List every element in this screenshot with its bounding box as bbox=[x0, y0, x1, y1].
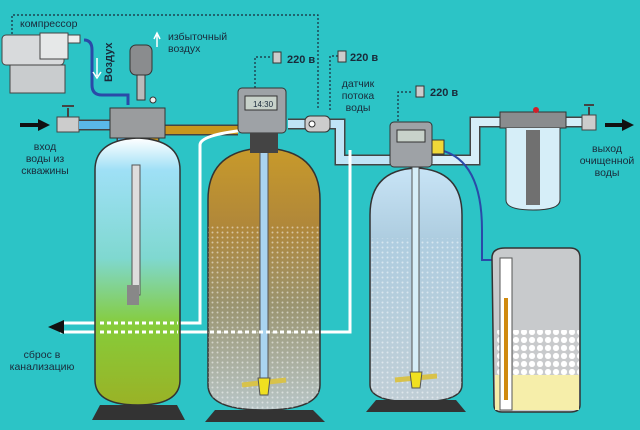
inlet-label-3: скважины bbox=[21, 165, 68, 177]
compressor-label: компрессор bbox=[20, 18, 78, 30]
voltage-label-3: 220 в bbox=[430, 87, 458, 99]
outlet-label-3: воды bbox=[595, 167, 620, 179]
cartridge-filter bbox=[499, 107, 567, 211]
air-release-valve bbox=[129, 44, 157, 104]
drain-label-2: канализацию bbox=[10, 361, 75, 373]
aeration-tank bbox=[92, 107, 185, 420]
voltage-label-1: 220 в bbox=[287, 54, 315, 66]
voltage-label-2: 220 в bbox=[350, 52, 378, 64]
air-arrow-icon bbox=[92, 58, 102, 80]
power-plug-icon bbox=[272, 51, 282, 64]
compressor bbox=[1, 32, 81, 94]
inlet-label-2: воды из bbox=[26, 153, 65, 165]
air-hose bbox=[83, 38, 130, 105]
excess-air-label-1: избыточный bbox=[168, 31, 227, 43]
air-label: Воздух bbox=[103, 42, 115, 82]
drain-arrow-icon bbox=[48, 320, 64, 334]
excess-air-arrow-icon bbox=[153, 31, 161, 47]
inlet-valve[interactable] bbox=[56, 105, 80, 133]
power-plug-icon bbox=[337, 50, 347, 63]
control-valve-2[interactable] bbox=[389, 121, 445, 168]
outlet-valve[interactable] bbox=[581, 104, 597, 131]
inlet-label-1: вход bbox=[34, 141, 56, 153]
controller-display: 14:30 bbox=[253, 100, 274, 109]
flow-sensor-label-3: воды bbox=[346, 102, 371, 114]
drain-label-1: сброс в bbox=[24, 349, 61, 361]
power-plug-icon bbox=[415, 85, 425, 98]
flow-sensor-label-2: потока bbox=[342, 90, 375, 102]
flow-sensor bbox=[304, 115, 331, 133]
outlet-label-2: очищенной bbox=[580, 155, 635, 167]
brine-tank bbox=[491, 247, 581, 413]
softener-tank bbox=[366, 159, 466, 412]
inlet-arrowhead-icon bbox=[38, 119, 50, 131]
outlet-arrowhead-icon bbox=[622, 119, 634, 131]
iron-removal-tank bbox=[205, 139, 325, 422]
flow-sensor-label-1: датчик bbox=[342, 78, 375, 90]
outlet-label-1: выход bbox=[592, 143, 622, 155]
control-valve-1[interactable]: 14:30 bbox=[237, 87, 287, 153]
excess-air-label-2: воздух bbox=[168, 43, 201, 55]
brine-line bbox=[439, 149, 500, 261]
